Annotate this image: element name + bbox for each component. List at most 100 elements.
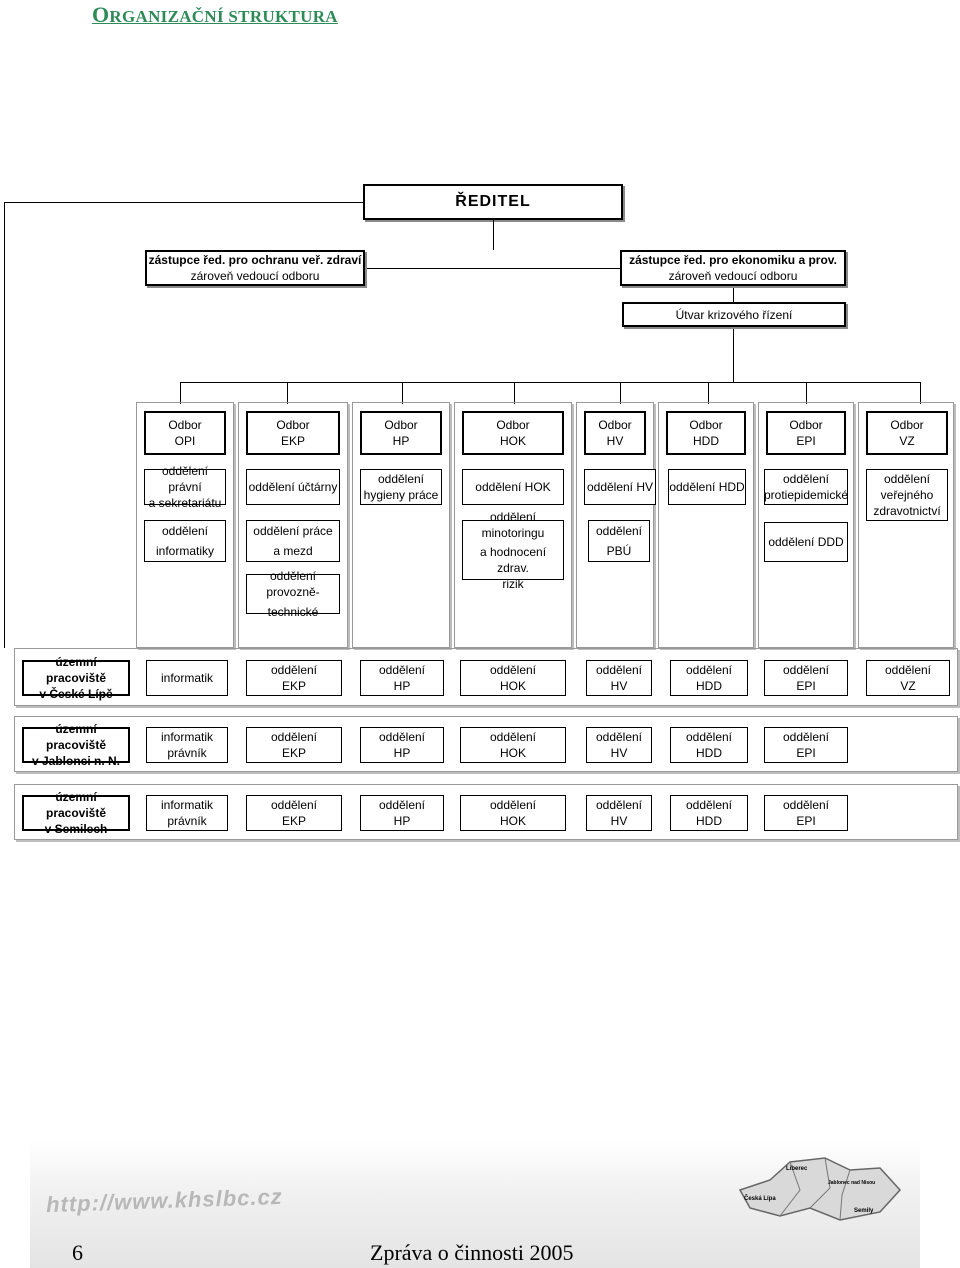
- connector: [493, 220, 494, 250]
- column-frame-opi: [136, 402, 234, 648]
- dept-line: oddělení HOK: [475, 480, 551, 494]
- region-line: v Semilech: [44, 822, 108, 836]
- dept-epi-ddd: oddělení DDD: [764, 522, 848, 562]
- deputy-left-title: zástupce řed. pro ochranu veř. zdraví: [148, 253, 362, 267]
- unit-line: oddělení: [685, 663, 733, 677]
- unit-line: oddělení: [782, 730, 830, 744]
- dept-line: hygieny práce: [363, 488, 439, 502]
- connector: [180, 382, 181, 404]
- dept-line: informatiky: [155, 544, 214, 558]
- odbor-label: Odbor: [384, 418, 418, 432]
- dept-line: oddělení DDD: [768, 535, 844, 549]
- staff-line: informatik: [160, 730, 213, 744]
- connector: [287, 382, 288, 404]
- unit-line: HV: [610, 746, 628, 760]
- dept-hok: oddělení HOK: [462, 469, 564, 505]
- odbor-code: HDD: [693, 434, 719, 448]
- unit-line: HDD: [696, 814, 722, 828]
- region-name-semily: územní pracoviště v Semilech: [22, 790, 130, 836]
- column-frame-epi: [758, 402, 854, 648]
- unit-line: oddělení: [378, 730, 426, 744]
- unit-line: oddělení: [595, 798, 643, 812]
- director-label: ŘEDITEL: [455, 193, 531, 210]
- odbor-code: VZ: [899, 434, 915, 448]
- dept-line: rizik: [502, 576, 524, 591]
- dept-line: zdravotnictví: [873, 504, 941, 518]
- dept-line: oddělení: [595, 524, 643, 538]
- odbor-label: Odbor: [496, 418, 530, 432]
- unit-line: oddělení: [685, 798, 733, 812]
- staff-line: právník: [167, 746, 207, 760]
- unit-line: oddělení: [378, 663, 426, 677]
- report-title: Zpráva o činnosti 2005: [370, 1240, 574, 1265]
- dept-line: veřejného: [880, 488, 934, 502]
- region-line: územní pracoviště: [45, 790, 107, 820]
- region-band-jablonec: [14, 716, 958, 772]
- column-frame-hv: [576, 402, 654, 648]
- unit-line: HOK: [499, 746, 526, 760]
- unit-line: oddělení: [782, 663, 830, 677]
- dept-line: oddělení provozně-: [266, 569, 320, 599]
- unit-line: oddělení: [270, 798, 318, 812]
- region-line: územní pracoviště: [45, 722, 107, 752]
- dept-line: a sekretariátu: [148, 496, 222, 510]
- odbor-label: Odbor: [598, 418, 632, 432]
- dept-line: a hodnocení zdrav.: [479, 544, 547, 575]
- connector: [708, 382, 709, 404]
- dept-line: oddělení právní: [161, 464, 209, 494]
- dept-line: oddělení účtárny: [248, 480, 338, 494]
- crisis-unit-label: Útvar krizového řízení: [675, 307, 793, 322]
- connector: [733, 327, 734, 382]
- unit-line: oddělení: [595, 663, 643, 677]
- deputy-left-subtitle: zároveň vedoucí odboru: [190, 269, 320, 283]
- map-label-jablonec: Jablonec nad Nisou: [828, 1180, 875, 1186]
- region-staff-jablonec: informatik právník: [146, 727, 228, 763]
- unit-line: HP: [393, 746, 411, 760]
- column-frame-hok: [454, 402, 572, 648]
- column-frame-ekp: [238, 402, 348, 648]
- region-map-icon: Liberec Česká Lípa Jablonec nad Nisou Se…: [738, 1157, 902, 1221]
- column-frame-vz: [858, 402, 954, 648]
- deputy-left-box: zástupce řed. pro ochranu veř. zdraví zá…: [145, 250, 365, 286]
- crisis-unit-box: Útvar krizového řízení: [622, 302, 846, 327]
- unit-line: oddělení: [270, 663, 318, 677]
- deputy-right-title: zástupce řed. pro ekonomiku a prov.: [629, 253, 837, 267]
- unit-line: VZ: [900, 679, 916, 693]
- connector: [514, 382, 515, 404]
- connector: [4, 202, 363, 203]
- unit-line: EPI: [796, 746, 816, 760]
- odbor-label: Odbor: [168, 418, 202, 432]
- odbor-code: OPI: [174, 434, 196, 448]
- dept-line: oddělení: [782, 472, 830, 486]
- page-title: ORGANIZAČNÍ STRUKTURA: [92, 2, 338, 27]
- dept-line: oddělení: [883, 472, 931, 486]
- dept-hdd: oddělení HDD: [668, 469, 746, 505]
- dept-line: oddělení minotoringu: [481, 509, 545, 540]
- dept-line: oddělení: [377, 472, 425, 486]
- odbor-code: HOK: [499, 434, 526, 448]
- unit-line: HV: [610, 679, 628, 693]
- connector: [365, 268, 620, 269]
